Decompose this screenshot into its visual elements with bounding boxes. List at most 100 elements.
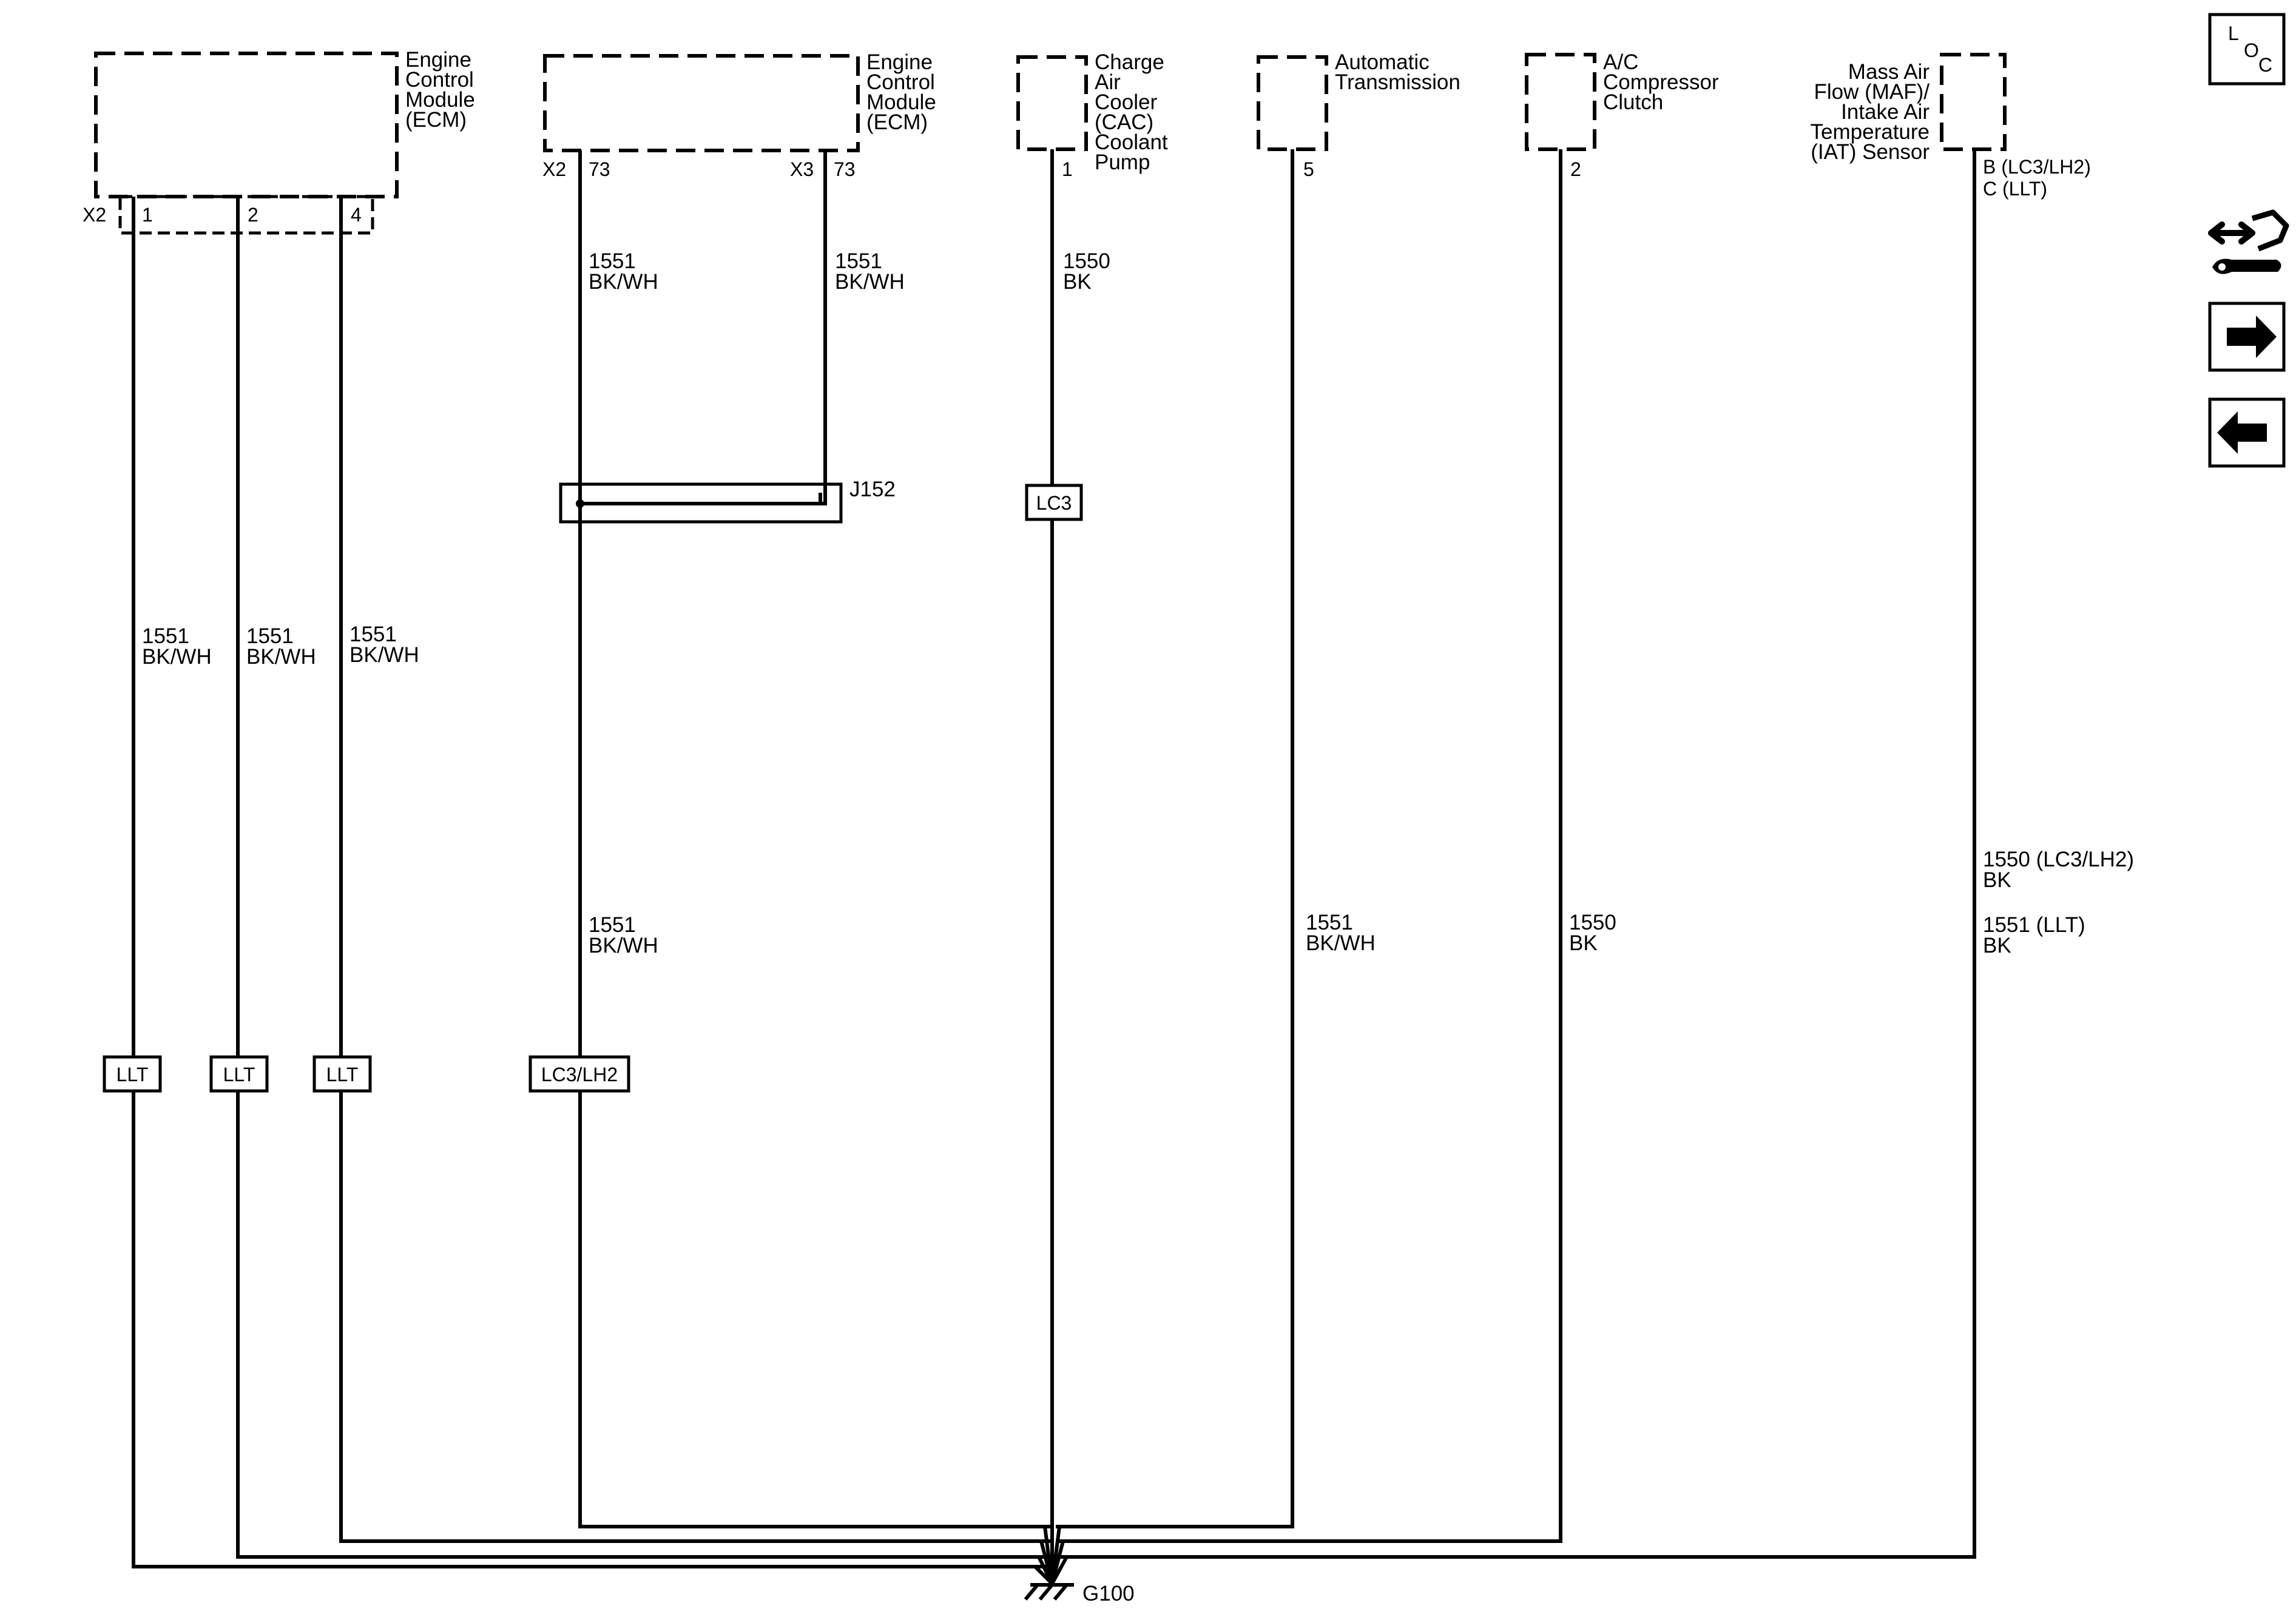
svg-text:1550 (LC3/LH2): 1550 (LC3/LH2) — [1983, 848, 2134, 871]
svg-text:Clutch: Clutch — [1603, 90, 1663, 114]
svg-text:(CAC): (CAC) — [1095, 110, 1153, 134]
svg-text:Charge: Charge — [1095, 50, 1164, 74]
svg-text:Module: Module — [866, 90, 936, 114]
ac-clutch-component: A/C Compressor Clutch 2 — [1525, 50, 1719, 180]
ecm-mid-connector-x3: X3 — [790, 158, 814, 180]
svg-text:X2: X2 — [542, 158, 566, 180]
wire-runs — [132, 149, 1976, 1585]
wire-label-x2-bottom-color: BK/WH — [589, 934, 658, 957]
trans-name-2: Transmission — [1335, 70, 1460, 94]
arrow-left-icon — [2217, 411, 2267, 454]
svg-text:BK/WH: BK/WH — [246, 645, 316, 669]
ecm-left-pin-2: 2 — [248, 204, 258, 226]
wire-auto-trans — [1056, 149, 1294, 1528]
svg-text:BK: BK — [1983, 868, 2011, 892]
splice-j152: J152 — [559, 478, 896, 524]
option-tag-lc3-lh2: LC3/LH2 — [541, 1064, 618, 1085]
ecm-mid-component: Engine Control Module (ECM) X2 73 X3 73 — [542, 50, 936, 180]
ecm-left-component: Engine Control Module (ECM) X2 1 2 4 — [83, 48, 475, 235]
loc-button[interactable]: L O C — [2208, 13, 2286, 86]
cac-name-6: Pump — [1095, 150, 1150, 174]
svg-text:(ECM): (ECM) — [866, 110, 928, 134]
trans-name-1: Automatic — [1335, 50, 1430, 74]
svg-text:Air: Air — [1095, 70, 1121, 94]
wire-label-ac-color: BK — [1569, 931, 1598, 955]
wire-label-x2-top-num: 1551 — [589, 249, 636, 273]
ac-name-2: Compressor — [1603, 70, 1719, 94]
svg-text:Control: Control — [405, 68, 474, 92]
wire-ecm-x3-73 — [580, 150, 827, 505]
wire-label-maf-a-color: BK — [1983, 868, 2011, 892]
ground-label: G100 — [1082, 1582, 1135, 1605]
svg-text:Control: Control — [866, 70, 935, 94]
wire-label-cac-num: 1550 — [1063, 249, 1110, 273]
wire-label-pin4-num: 1551 — [349, 623, 397, 646]
svg-text:BK/WH: BK/WH — [589, 270, 658, 294]
cac-name-2: Air — [1095, 70, 1121, 94]
maf-name-4: Temperature — [1811, 120, 1930, 144]
ecm-mid-name-3: Module — [866, 90, 936, 114]
maf-pin-b: B (LC3/LH2) — [1983, 156, 2091, 178]
wire-label-cac-color: BK — [1063, 270, 1092, 294]
svg-text:1551: 1551 — [349, 623, 397, 646]
maf-name-5: (IAT) Sensor — [1811, 140, 1930, 164]
maf-name-3: Intake Air — [1841, 100, 1930, 124]
wire-label-ac-num: 1550 — [1569, 911, 1616, 934]
ecm-left-name-4: (ECM) — [405, 108, 467, 132]
svg-text:C: C — [2258, 54, 2272, 76]
next-page-button[interactable] — [2208, 302, 2286, 372]
svg-text:LC3: LC3 — [1036, 492, 1072, 514]
svg-text:X3: X3 — [790, 158, 814, 180]
cac-name-4: (CAC) — [1095, 110, 1153, 134]
ecm-mid-pin-x2-73: 73 — [589, 158, 610, 180]
ac-name-3: Clutch — [1603, 90, 1663, 114]
svg-text:1551: 1551 — [589, 913, 636, 937]
svg-text:O: O — [2244, 39, 2259, 61]
ecm-left-name-2: Control — [405, 68, 474, 92]
svg-text:Flow (MAF)/: Flow (MAF)/ — [1814, 80, 1930, 104]
svg-text:Automatic: Automatic — [1335, 50, 1430, 74]
ecm-left-pin-1: 1 — [142, 204, 153, 226]
svg-text:Compressor: Compressor — [1603, 70, 1719, 94]
wire-ecm-x2-73 — [578, 150, 1053, 1528]
prev-page-button[interactable] — [2208, 397, 2286, 468]
svg-text:Pump: Pump — [1095, 150, 1150, 174]
splice-internal-bar — [580, 493, 822, 505]
svg-text:BK/WH: BK/WH — [349, 643, 419, 667]
splice-junction-dot — [576, 499, 584, 508]
ground-hatch-icon — [1024, 1584, 1069, 1601]
ground-g100: G100 — [1024, 1559, 1135, 1605]
cac-name-1: Charge — [1095, 50, 1164, 74]
maf-pin-c: C (LLT) — [1983, 178, 2047, 200]
svg-text:BK/WH: BK/WH — [589, 934, 658, 957]
splice-label: J152 — [849, 478, 896, 501]
wire-fan-in — [1033, 1526, 1069, 1585]
wire-label-pin1-num: 1551 — [142, 624, 189, 648]
svg-text:1551: 1551 — [835, 249, 882, 273]
wire-label-x2-top-color: BK/WH — [589, 270, 658, 294]
cac-name-3: Cooler — [1095, 90, 1157, 114]
svg-text:2: 2 — [248, 204, 258, 226]
connector-wrench-icon[interactable] — [2208, 209, 2289, 274]
maf-name-1: Mass Air — [1848, 60, 1930, 84]
wire-label-x3-top-color: BK/WH — [835, 270, 905, 294]
option-tags: LLT LLT LLT LC3/LH2 LC3 — [103, 484, 1083, 1093]
option-tag-llt-1: LLT — [116, 1064, 149, 1085]
svg-text:1551 (LLT): 1551 (LLT) — [1983, 913, 2085, 937]
maf-name-2: Flow (MAF)/ — [1814, 80, 1930, 104]
option-tag-llt-3: LLT — [326, 1064, 359, 1085]
wire-label-pin2-color: BK/WH — [246, 645, 316, 669]
ecm-mid-name-4: (ECM) — [866, 110, 928, 134]
svg-text:Mass Air: Mass Air — [1848, 60, 1930, 84]
svg-text:LC3/LH2: LC3/LH2 — [541, 1064, 618, 1085]
ecm-left-pin-4: 4 — [351, 204, 362, 226]
trans-pin-5: 5 — [1303, 158, 1314, 180]
ac-name-1: A/C — [1603, 50, 1638, 74]
svg-text:BK/WH: BK/WH — [142, 645, 212, 669]
option-tag-llt-2: LLT — [223, 1064, 255, 1085]
svg-text:73: 73 — [834, 158, 856, 180]
svg-text:Temperature: Temperature — [1811, 120, 1930, 144]
svg-text:BK/WH: BK/WH — [1306, 931, 1376, 955]
loc-letter-c: C — [2258, 54, 2272, 76]
wire-label-trans-color: BK/WH — [1306, 931, 1376, 955]
